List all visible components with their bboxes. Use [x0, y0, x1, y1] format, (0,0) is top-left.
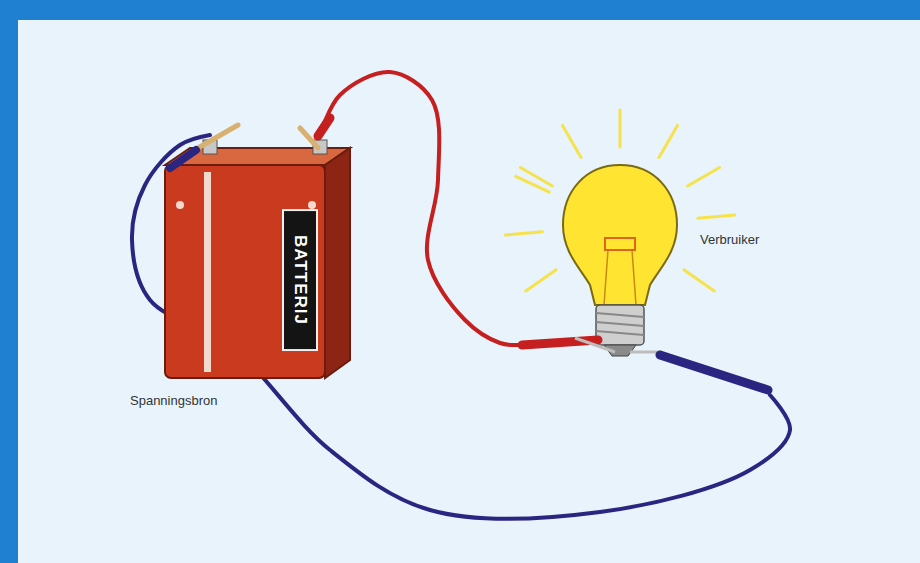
- light-ray: [520, 168, 552, 187]
- light-ray: [526, 270, 556, 291]
- bulb-clips: [522, 338, 768, 390]
- panel: [18, 20, 920, 563]
- light-ray: [659, 125, 678, 157]
- light-bulb: [563, 165, 677, 356]
- battery-terminals: [170, 118, 330, 168]
- light-bulb: Verbruiker: [520, 110, 810, 395]
- battery-body: [165, 148, 350, 378]
- light-ray: [505, 232, 542, 235]
- battery: BATTERIJ Spanningsbron: [125, 135, 360, 415]
- light-ray: [619, 110, 622, 147]
- light-ray: [563, 125, 582, 157]
- light-ray: [516, 176, 550, 192]
- light-ray: [684, 270, 714, 291]
- light-ray: [688, 168, 720, 187]
- wire: [132, 135, 790, 519]
- battery-label: BATTERIJ: [282, 209, 318, 351]
- component-label: Spanningsbron: [130, 393, 217, 408]
- component-label: Verbruiker: [700, 232, 759, 247]
- light-ray: [698, 215, 735, 218]
